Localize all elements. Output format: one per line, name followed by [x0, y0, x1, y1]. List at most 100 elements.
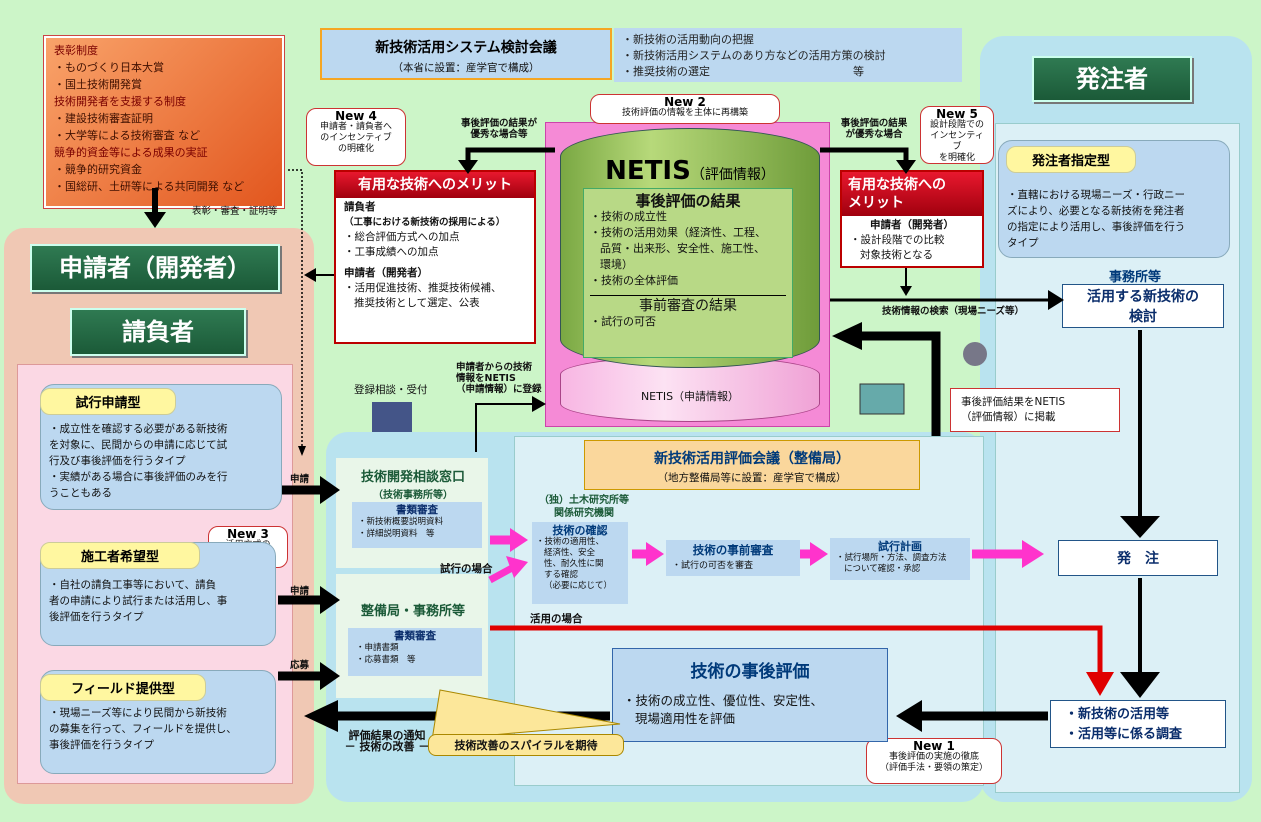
spiral-pointer: [431, 689, 621, 741]
netis-item: ・試行の可否: [590, 315, 656, 328]
merit-left-arrow-head: [458, 160, 478, 174]
conference-item: ・推奨技術の選定 等: [622, 65, 864, 78]
confirm-item: 経済性、安全: [544, 548, 596, 558]
type-desc: ・実績がある場合に事後評価のみを行: [49, 471, 228, 483]
trial-application-type-title: 試行申請型: [40, 388, 176, 415]
new1-text: 事後評価の実施の徹底: [888, 752, 979, 762]
review-item: ・新技術概要説明資料: [358, 517, 444, 527]
new2-callout: New 2 技術評価の情報を主体に再構築: [590, 94, 780, 124]
merit-item: ・工事成績への加点: [344, 246, 439, 258]
register-line: [475, 403, 532, 452]
computer-icon: [859, 383, 905, 415]
type-desc: ズにより、必要となる新技術を発注者: [1007, 205, 1185, 217]
new5-tag: New 5: [936, 107, 978, 121]
conference-description: ・新技術の活用動向の把握 ・新技術活用システムのあり方などの活用方策の検討 ・推…: [614, 28, 962, 82]
post-eval-result-heading: 事後評価の結果: [635, 192, 741, 210]
trial-plan-box: 試行計画 ・試行場所・方法、調査方法 について確認・承認: [830, 538, 970, 580]
awards-dotted-head: [298, 446, 306, 456]
post-evaluation-item: ・技術の成立性、優位性、安定性、: [623, 693, 824, 708]
pre-review-item: ・試行の可否を審査: [672, 561, 754, 571]
new5-text: を明確化: [938, 153, 975, 163]
use-new-tech-box: 活用する新技術の検討: [1062, 284, 1224, 328]
new2-text: 技術評価の情報を主体に再構築: [621, 108, 748, 118]
merit-left-arrow: [465, 147, 555, 166]
trial-case-label: 試行の場合: [440, 563, 493, 575]
consultation-people-icon: [372, 402, 412, 432]
bureau-review-box: 書類審査 ・申請書類 ・応募書類 等: [348, 628, 482, 676]
document-icon: [963, 342, 987, 366]
merit-heading: 申請者（開発者）: [870, 219, 954, 231]
merit-item: 推奨技術として選定、公表: [354, 297, 480, 309]
publish-arrow: [860, 331, 941, 436]
order-to-survey-head: [1120, 672, 1160, 698]
conference-item: ・新技術の活用動向の把握: [622, 33, 754, 46]
consult-label: 登録相談・受付: [354, 384, 428, 396]
pre-review-title: 技術の事前審査: [692, 543, 774, 557]
netis-item: 品質・出来形、安全性、施工性、: [600, 242, 765, 255]
notice-arrow-head: [304, 700, 338, 732]
conference-title: 新技術活用システム検討会議: [375, 40, 557, 56]
new4-text: の明確化: [337, 144, 374, 154]
merit-item: ・活用促進技術、推奨技術候補、: [344, 282, 502, 294]
type-desc: タイプ: [1007, 237, 1039, 249]
merit-right-arrow: [820, 147, 909, 166]
type-desc: 後評価を行うタイプ: [49, 611, 144, 623]
system-conference-box: 新技術活用システム検討会議 （本省に設置：産学官で構成）: [320, 28, 612, 80]
merit-down-head: [900, 286, 912, 296]
contractor-title: 請負者: [70, 308, 246, 356]
notice-label: 評価結果の通知－ 技術の改善 －: [344, 729, 430, 753]
new4-text: のインセンティブ: [320, 133, 392, 143]
confirm-to-prereview-head: [646, 542, 664, 566]
netis-title: NETIS（評価情報）: [605, 156, 775, 186]
netis-application-label: NETIS（申請情報）: [640, 390, 740, 403]
new5-callout: New 5 設計段階での インセンティブ を明確化: [920, 106, 994, 164]
post-evaluation-item: 現場適用性を評価: [635, 711, 736, 726]
confirm-item: する確認: [544, 570, 579, 580]
merit-heading-sub: （工事における新技術の採用による）: [344, 217, 506, 228]
use-case-label: 活用の場合: [530, 613, 583, 625]
orderer-title: 発注者: [1032, 56, 1192, 102]
awards-item: ・国総研、土研等による共同開発 など: [54, 180, 245, 193]
tech-confirm-box: 技術の確認 ・技術の適用性、 経済性、安全 性、耐久性に関 する確認 （必要に応…: [532, 522, 628, 604]
confirm-item: 性、耐久性に関: [544, 559, 604, 569]
left-merit-box: 有用な技術へのメリット 請負者 （工事における新技術の採用による） ・総合評価方…: [334, 170, 536, 344]
apply-label-3: 応募: [290, 660, 310, 671]
review-item: ・応募書類 等: [356, 655, 416, 665]
review-item: ・詳細説明資料 等: [358, 529, 435, 539]
orderer-designated-type-title: 発注者指定型: [1006, 146, 1136, 173]
apply-head-2: [320, 586, 340, 614]
pre-review-box: 技術の事前審査 ・試行の可否を審査: [666, 540, 800, 576]
type-desc: を対象に、民間からの申請に応じて試: [49, 439, 228, 451]
netis-item: ・技術の成立性: [590, 210, 667, 223]
awards-heading: 表彰制度: [54, 44, 98, 57]
bureau-to-confirm-head: [506, 556, 528, 578]
awards-down-arrow-head: [144, 212, 166, 228]
document-review-title: 書類審査: [396, 504, 438, 516]
regional-conference-box: 新技術活用評価会議（整備局） （地方整備局等に設置：産学官で構成）: [584, 440, 920, 490]
register-head: [532, 396, 546, 412]
new4-tag: New 4: [335, 109, 377, 123]
left-merit-title: 有用な技術へのメリット: [336, 172, 534, 198]
trial-plan-item: について確認・承認: [844, 564, 921, 574]
type-desc: の指定により活用し、事後評価を行う: [1007, 221, 1186, 233]
post-evaluation-box: 技術の事後評価 ・技術の成立性、優位性、安定性、 現場適用性を評価: [612, 648, 888, 742]
awards-note: 表彰・審査・証明等: [192, 206, 278, 217]
confirm-item: （必要に応じて）: [544, 581, 613, 591]
post-evaluation-title: 技術の事後評価: [690, 662, 810, 682]
merit-right-arrow-head: [896, 160, 916, 174]
publish-arrow-head: [832, 322, 862, 350]
register-label: 申請者からの技術情報をNETIS（申請情報）に登録: [456, 362, 542, 395]
new1-callout: New 1 事後評価の実施の徹底 （評価手法・要領の策定）: [866, 738, 1002, 784]
type-desc: うこともある: [49, 487, 112, 499]
search-label: 技術情報の検索（現場ニーズ等）: [882, 306, 1025, 317]
merit-heading: 申請者（開発者）: [344, 267, 428, 279]
conference-subtitle: （本省に設置：産学官で構成）: [392, 62, 540, 74]
office-label: 事務所等: [1108, 270, 1161, 285]
confirm-item: ・技術の適用性、: [536, 537, 605, 547]
awards-item: ・大学等による技術審査 など: [54, 129, 201, 142]
use-case-red-arrow: [490, 625, 1103, 676]
right-merit-title: 有用な技術へのメリット: [842, 172, 982, 216]
bureau-to-confirm-arrow: [488, 564, 514, 584]
review-item: ・申請書類: [356, 643, 399, 653]
pwri-label: （独）土木研究所等関係研究機関: [539, 495, 629, 519]
